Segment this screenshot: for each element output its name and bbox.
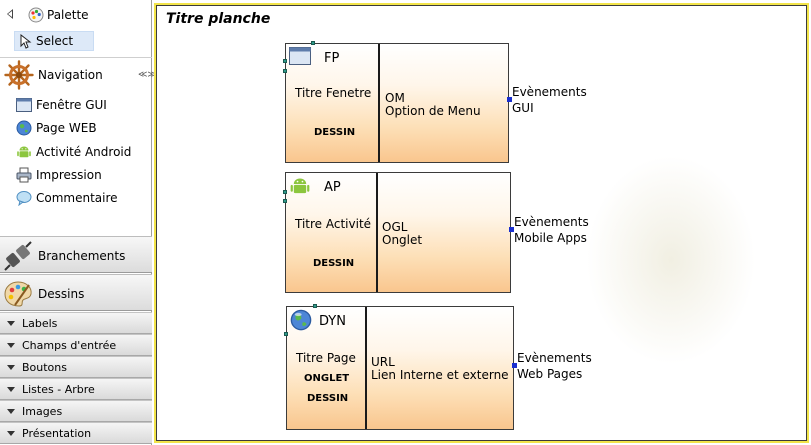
- cursor-arrow-icon: [20, 34, 32, 49]
- screen-drawing-label: DESSIN: [314, 127, 356, 138]
- nav-item-label: Impression: [36, 168, 102, 182]
- screen-code: DYN: [319, 314, 346, 329]
- events-label: Evènements Mobile Apps: [514, 214, 589, 246]
- android-icon: [290, 178, 310, 194]
- selection-handle[interactable]: [313, 304, 317, 308]
- globe-icon: [290, 309, 312, 331]
- plug-icon: [4, 241, 32, 271]
- navigation-group-header[interactable]: Navigation: [0, 58, 152, 90]
- section-label: Présentation: [22, 427, 92, 440]
- globe-icon: [16, 120, 32, 136]
- expand-arrow-icon: [7, 365, 15, 370]
- android-icon: [17, 146, 31, 158]
- connection-port[interactable]: [507, 97, 512, 102]
- expand-arrow-icon: [7, 387, 15, 392]
- selection-handle[interactable]: [283, 69, 287, 73]
- events-label: Evènements GUI: [512, 84, 587, 116]
- palette-icon: [28, 7, 44, 23]
- selection-handle[interactable]: [283, 199, 287, 203]
- section-champs-entree[interactable]: Champs d'entrée: [0, 334, 152, 356]
- expand-arrow-icon: [7, 409, 15, 414]
- nav-item-label: Page WEB: [36, 121, 97, 135]
- events-label-line2: Web Pages: [517, 367, 583, 381]
- screen-node-ap[interactable]: AP Titre Activité DESSIN OGL Onglet: [285, 172, 511, 293]
- nav-item-commentaire[interactable]: Commentaire: [16, 188, 150, 208]
- section-label: Images: [22, 405, 63, 418]
- events-label-line1: Evènements: [512, 85, 587, 99]
- select-tool-label: Select: [36, 34, 74, 48]
- events-label-line2: GUI: [512, 101, 534, 115]
- ship-wheel-icon: [4, 60, 34, 90]
- screen-node-dyn[interactable]: DYN Titre Page ONGLET DESSIN URL Lien In…: [286, 306, 514, 430]
- group-dessins[interactable]: Dessins: [0, 274, 152, 311]
- screen-right-sublabel: Option de Menu: [385, 104, 481, 118]
- section-label: Listes - Arbre: [22, 383, 95, 396]
- section-label: Boutons: [22, 361, 67, 374]
- section-label: Labels: [22, 317, 58, 330]
- screen-tab-label: ONGLET: [304, 373, 350, 384]
- events-label: Evènements Web Pages: [517, 350, 592, 382]
- expand-arrow-icon: [7, 343, 15, 348]
- board-frame: [156, 5, 807, 441]
- selection-handle[interactable]: [283, 59, 287, 63]
- screen-drawing-label: DESSIN: [313, 258, 355, 269]
- expand-arrow-icon: [7, 431, 15, 436]
- selection-handle[interactable]: [284, 332, 288, 336]
- section-presentation[interactable]: Présentation: [0, 422, 152, 444]
- separator: [0, 57, 152, 58]
- screen-right-sublabel: Lien Interne et externe: [371, 368, 509, 382]
- connection-port[interactable]: [509, 227, 514, 232]
- nav-item-fenetre-gui[interactable]: Fenêtre GUI: [16, 95, 150, 115]
- nav-item-page-web[interactable]: Page WEB: [16, 118, 150, 138]
- expand-arrow-icon: [7, 321, 15, 326]
- board-title: Titre planche: [166, 11, 271, 27]
- board-canvas[interactable]: Titre planche FP Titre Fenetre DESSIN OM…: [154, 3, 809, 443]
- nav-item-activite-android[interactable]: Activité Android: [16, 142, 150, 162]
- screen-code: FP: [324, 51, 340, 66]
- window-icon: [16, 98, 32, 112]
- connection-port[interactable]: [512, 363, 517, 368]
- select-tool[interactable]: Select: [14, 31, 94, 51]
- section-listes-arbre[interactable]: Listes - Arbre: [0, 378, 152, 400]
- screen-title: Titre Activité: [295, 217, 372, 231]
- screen-right-label: URL: [371, 355, 395, 369]
- screen-right-sublabel: Onglet: [382, 233, 423, 247]
- collapse-palette-arrow-icon[interactable]: [7, 9, 13, 19]
- collapse-arrows-icon[interactable]: ≪≫: [138, 70, 157, 80]
- screen-node-fp[interactable]: FP Titre Fenetre DESSIN OM Option de Men…: [285, 43, 509, 163]
- comment-icon: [16, 191, 32, 206]
- screen-left-panel: [286, 173, 378, 292]
- screen-code: AP: [324, 180, 341, 195]
- group-branchements-label: Branchements: [38, 249, 126, 263]
- screen-right-label: OGL: [382, 220, 408, 234]
- selection-handle[interactable]: [283, 190, 287, 194]
- selection-handle[interactable]: [311, 41, 315, 45]
- screen-left-panel: [286, 44, 380, 162]
- screen-title: Titre Fenetre: [295, 86, 372, 100]
- palette-panel: Palette Select Navigation ≪≫ Fenêtre GUI: [0, 0, 157, 445]
- events-label-line1: Evènements: [514, 215, 589, 229]
- screen-drawing-label: DESSIN: [307, 393, 349, 404]
- screen-title: Titre Page: [296, 351, 356, 365]
- screen-left-panel: [287, 307, 367, 429]
- screen-right-label: OM: [385, 91, 405, 105]
- printer-icon: [16, 167, 32, 183]
- section-images[interactable]: Images: [0, 400, 152, 422]
- nav-item-label: Fenêtre GUI: [36, 98, 107, 112]
- window-icon: [289, 47, 311, 65]
- group-dessins-label: Dessins: [38, 287, 85, 301]
- events-label-line2: Mobile Apps: [514, 231, 587, 245]
- group-branchements[interactable]: Branchements: [0, 236, 152, 273]
- section-boutons[interactable]: Boutons: [0, 356, 152, 378]
- nav-item-label: Commentaire: [36, 191, 118, 205]
- nav-item-label: Activité Android: [36, 145, 132, 159]
- nav-item-impression[interactable]: Impression: [16, 165, 150, 185]
- section-label: Champs d'entrée: [22, 339, 117, 352]
- events-label-line1: Evènements: [517, 351, 592, 365]
- navigation-group-label: Navigation: [38, 68, 103, 82]
- palette-header: Palette: [0, 0, 152, 30]
- paint-palette-icon: [4, 281, 32, 307]
- palette-title: Palette: [47, 8, 89, 22]
- section-labels[interactable]: Labels: [0, 312, 152, 334]
